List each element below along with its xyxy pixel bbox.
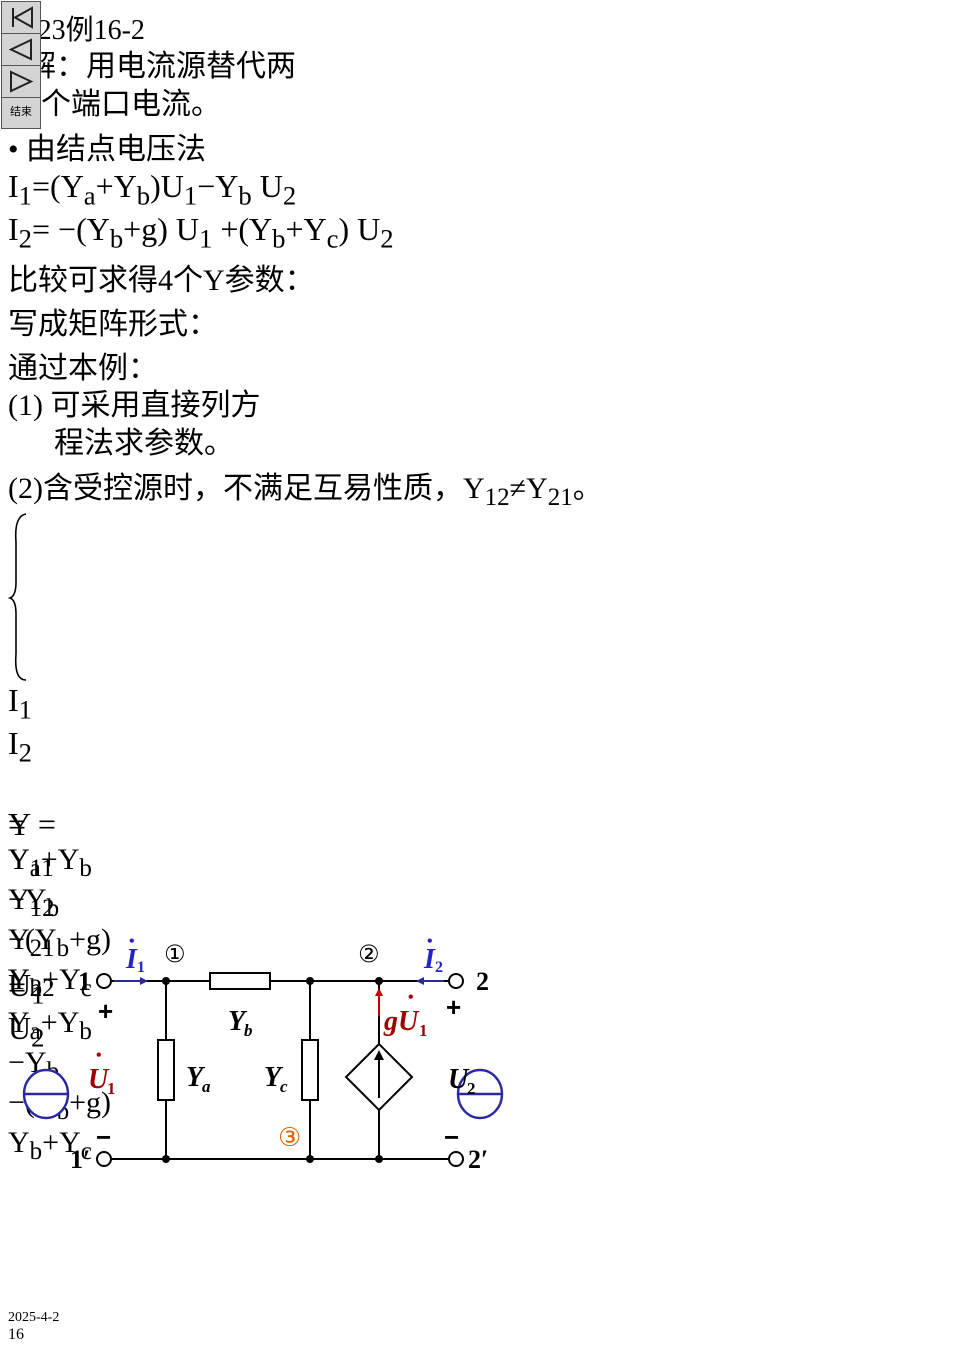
terminal-1-prime [96,1150,112,1167]
resistor-yc [301,1038,319,1101]
matrix-form-heading: 写成矩阵形式： [8,307,218,341]
node-2-label: ② [358,940,380,968]
bullet-node-voltage: • 由结点电压法 [8,133,207,166]
skip-to-first-icon [12,6,33,29]
compare-heading: 比较可求得4个Y参数： [8,263,315,297]
conclusion-2: (2)含受控源时，不满足互易性质，Y12≠Y21。 [8,471,603,511]
bullet-solution: • 解：用电流源替代两 个端口电流。 [8,50,297,121]
triangle-right-icon [10,70,34,93]
svg-text:•: • [408,989,414,1006]
svg-text:•: • [96,1047,102,1064]
svg-text:c: c [280,1077,288,1096]
terminal-2-prime [448,1150,464,1167]
terminal-2p-label: 2′ [468,1145,488,1174]
svg-text:+: + [98,996,113,1026]
nav-end-button[interactable]: 结束 [1,97,41,129]
node-1-label: ① [164,940,186,968]
svg-text:1: 1 [419,1021,428,1040]
svg-text:•: • [129,933,135,950]
resistor-yb [209,971,271,990]
conclusion-1: (1) 可采用直接列方 程法求参数。 [8,388,261,460]
equation-i1: I1=(Ya+Yb)U1−Yb U2 [8,168,297,211]
nav-controls: 结束 [1,1,48,1310]
svg-text:•: • [427,933,433,950]
page-number: 16 [8,1325,24,1343]
node-3-label: ③ [278,1123,301,1153]
brace-divider [7,512,27,681]
terminal-1-label: 1 [78,967,91,996]
svg-text:−: − [96,1122,111,1152]
terminal-1p-label: 1′ [70,1145,90,1174]
equation-i2: I2= −(Yb+g) U1 +(Yb+Yc) U2 [8,211,394,254]
current-vector: I1 I2 [8,681,32,768]
terminal-2 [448,972,464,989]
circuit-diagram: 1 1′ 2 2′ ① ② ③ + − + − I 1 • I 2 • Y b … [22,933,504,1174]
slide-date: 2025-4-2 [8,1309,60,1325]
svg-text:2: 2 [435,959,443,976]
svg-text:−: − [444,1122,459,1152]
svg-text:1: 1 [107,1079,116,1098]
matrix-equation: I1 I2 = Ya+Yb −Yb −(Yb+g) Yb+Yc U1 U2 [8,681,458,1053]
svg-text:2: 2 [467,1079,476,1098]
svg-text:a: a [202,1077,211,1096]
nav-next-button[interactable] [1,65,41,98]
svg-text:b: b [244,1021,253,1040]
nav-first-button[interactable] [1,1,41,34]
nav-prev-button[interactable] [1,33,41,66]
slide-title: P423例16-2 [8,15,145,46]
svg-text:+: + [446,992,461,1022]
terminal-1 [96,972,112,989]
conclusion-heading: 通过本例： [8,351,158,385]
triangle-left-icon [8,38,32,61]
resistor-ya [157,1038,175,1101]
svg-text:1: 1 [137,959,145,976]
svg-text:gU: gU [383,1006,420,1037]
terminal-2-label: 2 [476,967,489,996]
